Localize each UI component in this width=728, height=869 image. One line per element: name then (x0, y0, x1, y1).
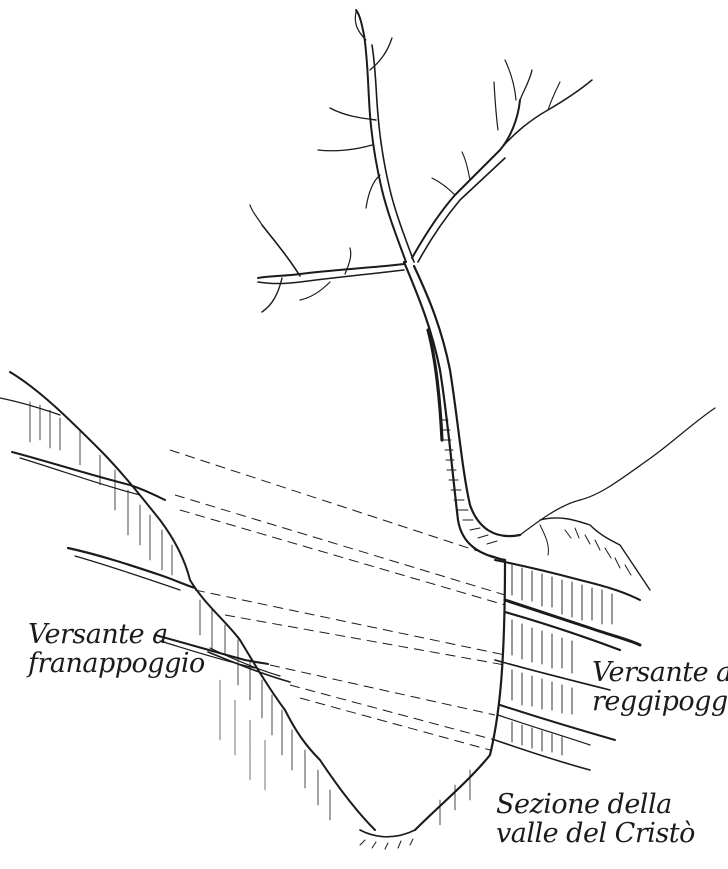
label-right-line2: reggipoggio (592, 687, 728, 716)
label-bottom-line1: Sezione della (496, 790, 695, 819)
label-left-line1: Versante a (28, 620, 205, 649)
label-versante-reggipoggio: Versante a reggipoggio (592, 658, 728, 716)
valley-floor (360, 830, 415, 849)
right-ground-surface (520, 408, 715, 590)
label-sezione-valle: Sezione della valle del Cristò (496, 790, 695, 848)
tree (250, 10, 592, 560)
label-right-line1: Versante a (592, 658, 728, 687)
label-bottom-line2: valle del Cristò (496, 819, 695, 848)
left-slope (0, 372, 375, 830)
label-left-line2: franappoggio (28, 649, 205, 678)
label-versante-franappoggio: Versante a franappoggio (28, 620, 205, 678)
